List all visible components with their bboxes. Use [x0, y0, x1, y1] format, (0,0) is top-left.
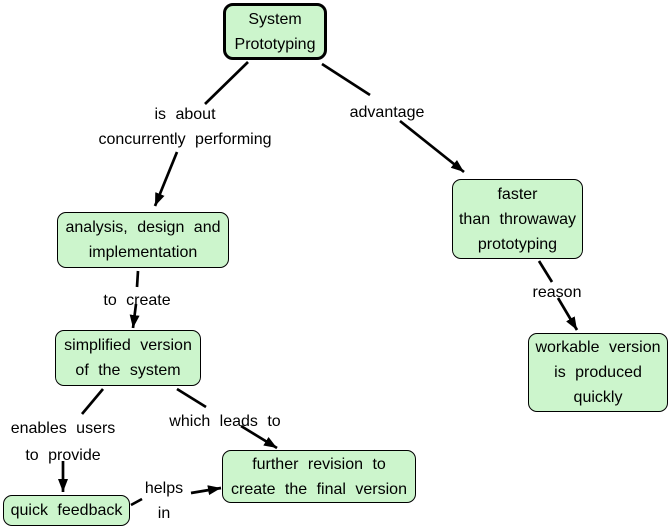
edge-reason-to-workable-arrow — [556, 297, 579, 331]
edge-system-to-is-about — [204, 61, 249, 105]
node-line: further revision to — [252, 455, 386, 473]
node-faster-than-throwaway[interactable]: faster than throwaway prototyping — [452, 179, 583, 259]
edge-label-line: which leads to — [169, 413, 281, 430]
edge-faster-to-reason — [537, 260, 554, 283]
node-line: quick feedback — [10, 502, 123, 519]
edge-label-line: reason — [532, 284, 582, 301]
edge-which-to-further-arrow — [240, 424, 278, 450]
node-line: Prototyping — [234, 35, 316, 53]
node-line: prototyping — [477, 235, 558, 253]
edge-quick-to-helps — [130, 497, 143, 507]
node-line: analysis, design and — [65, 219, 221, 236]
node-simplified-version[interactable]: simplified version of the system — [55, 330, 201, 386]
edge-label-line: concurrently performing — [98, 131, 272, 148]
edge-label-line: enables users — [10, 420, 116, 437]
node-line: is produced — [554, 364, 642, 381]
edge-label-helps-in[interactable]: helps in — [145, 476, 183, 526]
edge-label-line: to create — [103, 292, 171, 309]
edge-label-which-leads-to[interactable]: which leads to — [169, 409, 280, 435]
node-analysis-design-implementation[interactable]: analysis, design and implementation — [57, 212, 229, 268]
edge-label-line: is about — [154, 106, 216, 123]
node-line: implementation — [88, 244, 198, 261]
edge-label-line: to provide — [25, 447, 101, 464]
node-further-revision[interactable]: further revision to create the final ver… — [222, 450, 416, 503]
edge-to-create-to-simplified-arrow — [129, 303, 140, 329]
edge-label-line: helps — [144, 480, 184, 497]
edge-label-to-create[interactable]: to create — [103, 288, 170, 314]
edge-helps-to-further-arrow — [190, 485, 222, 496]
edge-is-about-to-analysis-arrow — [153, 151, 179, 207]
node-line: faster — [497, 185, 538, 203]
node-quick-feedback[interactable]: quick feedback — [3, 495, 130, 526]
edge-label-is-about[interactable]: is about concurrently performing — [98, 102, 271, 152]
edge-label-enables-users-to-provide[interactable]: enables users to provide — [11, 415, 116, 469]
edge-advantage-to-faster-arrow — [399, 119, 465, 174]
node-line: simplified version — [64, 337, 192, 354]
node-line: workable version — [535, 339, 661, 356]
edge-system-to-advantage — [321, 62, 371, 97]
edge-analysis-to-to-create — [135, 270, 140, 288]
edge-simplified-to-which — [176, 387, 207, 409]
edge-label-line: advantage — [349, 104, 425, 121]
node-line: create the final version — [231, 480, 407, 498]
node-line: of the system — [75, 362, 181, 379]
node-line: than throwaway — [458, 210, 577, 228]
edge-simplified-to-enables — [80, 388, 105, 415]
node-system-prototyping[interactable]: System Prototyping — [223, 3, 327, 60]
edge-label-advantage[interactable]: advantage — [350, 100, 425, 126]
edge-label-reason[interactable]: reason — [533, 280, 582, 306]
node-line: System — [248, 10, 302, 28]
node-workable-version[interactable]: workable version is produced quickly — [528, 333, 668, 412]
node-line: quickly — [573, 389, 623, 406]
edge-label-line: in — [157, 505, 171, 522]
